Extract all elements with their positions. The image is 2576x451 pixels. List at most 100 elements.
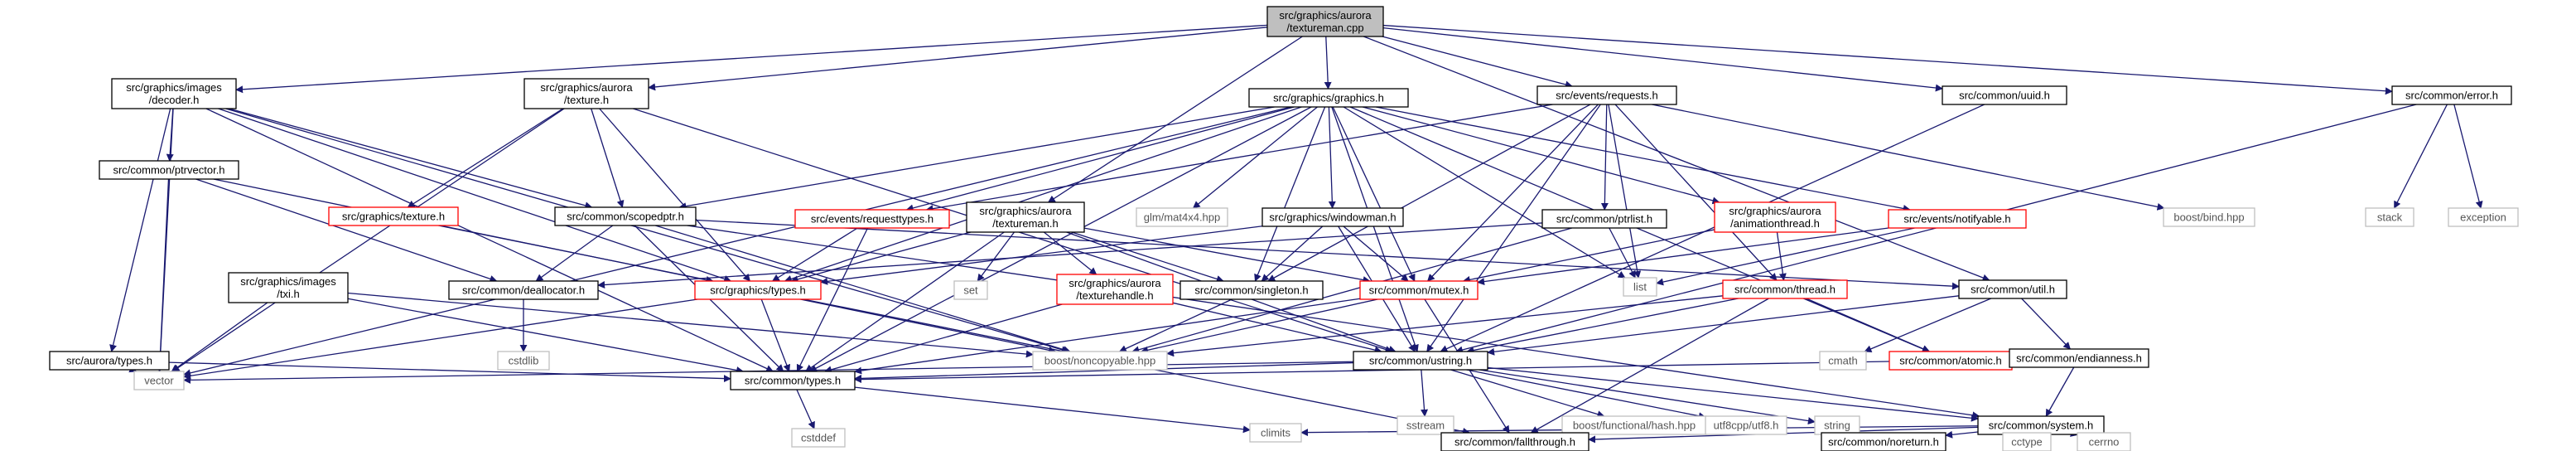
node-deallocator-h[interactable]: src/common/deallocator.h bbox=[448, 280, 599, 300]
node-ustring-h[interactable]: src/common/ustring.h bbox=[1353, 351, 1488, 371]
node-label: glm/mat4x4.hpp bbox=[1144, 211, 1221, 224]
dependency-edge-graphics_h-to-scopedptr_h bbox=[678, 106, 1275, 211]
dependency-edge-ptrlist_h-to-deallocator_h bbox=[597, 222, 1543, 289]
node-box bbox=[497, 351, 550, 371]
dependency-edge-thread_h-to-ustring_h bbox=[1466, 298, 1739, 354]
node-label: src/common/endianness.h bbox=[2016, 352, 2142, 365]
node-utf8cpp: utf8cpp/utf8.h bbox=[1705, 415, 1787, 435]
node-cctype: cctype bbox=[2002, 432, 2052, 451]
dependency-edge-thread_h-to-boost_noncopyable bbox=[1166, 295, 1724, 357]
dependency-edge-windowman_h-to-mutex_h bbox=[1343, 226, 1409, 282]
node-graphics-h[interactable]: src/graphics/graphics.h bbox=[1248, 88, 1409, 108]
node-box bbox=[1248, 88, 1409, 108]
dependency-edge-aurora_texture-to-graphics_types bbox=[599, 108, 750, 282]
node-box bbox=[2002, 432, 2052, 451]
dependency-edge-error_h-to-exception bbox=[2453, 104, 2483, 209]
dependency-edge-endianness_h-to-system_h bbox=[2045, 366, 2075, 417]
node-graphics-types[interactable]: src/graphics/types.h bbox=[694, 280, 822, 300]
node-box bbox=[2077, 432, 2131, 451]
node-images-txi[interactable]: src/graphics/images/txi.h bbox=[228, 272, 349, 303]
node-ptrvector-h[interactable]: src/common/ptrvector.h bbox=[99, 160, 239, 180]
node-label: cctype bbox=[2011, 436, 2043, 449]
node-aurora-textureman-h[interactable]: src/graphics/aurora/textureman.h bbox=[966, 201, 1085, 233]
dependency-edge-aurora_textureman_h-to-graphics_types bbox=[790, 231, 972, 284]
node-label: src/events/notifyable.h bbox=[1903, 213, 2010, 226]
node-notifyable-h[interactable]: src/events/notifyable.h bbox=[1888, 209, 2027, 229]
dependency-edge-textureman_cpp-to-images_decoder bbox=[235, 24, 1268, 94]
dependency-edge-mutex_h-to-boost_noncopyable bbox=[1140, 298, 1378, 354]
node-label: climits bbox=[1261, 427, 1291, 439]
node-box bbox=[1136, 207, 1228, 227]
edge-layer bbox=[109, 24, 2483, 444]
node-error-h[interactable]: src/common/error.h bbox=[2391, 85, 2512, 105]
node-box bbox=[1888, 209, 2027, 229]
node-atomic-h[interactable]: src/common/atomic.h bbox=[1889, 351, 2013, 371]
node-windowman-h[interactable]: src/graphics/windowman.h bbox=[1261, 207, 1404, 227]
node-label: src/common/types.h bbox=[745, 375, 841, 387]
node-label: boost/bind.hpp bbox=[2173, 211, 2244, 224]
node-util-h[interactable]: src/common/util.h bbox=[1958, 279, 2067, 299]
node-requests-h[interactable]: src/events/requests.h bbox=[1536, 85, 1677, 105]
node-noreturn-h[interactable]: src/common/noreturn.h bbox=[1821, 432, 1946, 451]
node-singleton-h[interactable]: src/common/singleton.h bbox=[1179, 280, 1324, 300]
node-cstdlib: cstdlib bbox=[497, 351, 550, 371]
node-requesttypes-h[interactable]: src/events/requesttypes.h bbox=[794, 209, 950, 229]
dependency-edge-aurora_texture-to-graphics_texture bbox=[407, 108, 564, 208]
dependency-edge-requests_h-to-mutex_h bbox=[1427, 104, 1599, 282]
node-box bbox=[1714, 201, 1836, 233]
node-uuid-h[interactable]: src/common/uuid.h bbox=[1942, 85, 2067, 105]
node-animationthread-h[interactable]: src/graphics/aurora/animationthread.h bbox=[1714, 201, 1836, 233]
node-boost-noncopyable: boost/noncopyable.hpp bbox=[1032, 351, 1168, 371]
node-label: exception bbox=[2460, 211, 2506, 224]
node-label: src/graphics/windowman.h bbox=[1269, 211, 1396, 224]
node-box bbox=[794, 209, 950, 229]
node-box bbox=[1541, 209, 1667, 229]
node-endianness-h[interactable]: src/common/endianness.h bbox=[2009, 348, 2149, 368]
node-ptrlist-h[interactable]: src/common/ptrlist.h bbox=[1541, 209, 1667, 229]
node-graphics-texture[interactable]: src/graphics/texture.h bbox=[328, 206, 459, 226]
node-images-decoder[interactable]: src/graphics/images/decoder.h bbox=[111, 78, 237, 109]
node-box bbox=[1261, 207, 1404, 227]
dependency-edge-ptrlist_h-to-list bbox=[1609, 227, 1636, 279]
dependency-edge-scopedptr_h-to-boost_noncopyable bbox=[655, 225, 1071, 353]
node-box bbox=[1623, 277, 1657, 297]
node-box bbox=[111, 78, 237, 109]
dependency-edge-graphics_h-to-requesttypes_h bbox=[905, 106, 1295, 212]
dependency-edge-ustring_h-to-sstream bbox=[1421, 369, 1429, 417]
node-label: src/graphics/aurora bbox=[1069, 277, 1161, 289]
dependency-edge-animationthread_h-to-mutex_h bbox=[1462, 229, 1715, 284]
node-box bbox=[730, 371, 856, 390]
node-scopedptr-h[interactable]: src/common/scopedptr.h bbox=[554, 206, 697, 226]
node-box bbox=[1397, 415, 1454, 435]
node-aurora-types[interactable]: src/aurora/types.h bbox=[49, 351, 170, 371]
node-box bbox=[1179, 280, 1324, 300]
dependency-edge-images_txi-to-boost_noncopyable bbox=[347, 292, 1034, 358]
dependency-edge-scopedptr_h-to-system_h bbox=[687, 225, 1980, 419]
node-box bbox=[228, 272, 349, 303]
node-box bbox=[448, 280, 599, 300]
dependency-edge-texturehandle_h-to-common_types bbox=[824, 303, 1063, 374]
dependency-edge-graphics_types-to-vector bbox=[183, 298, 698, 380]
node-texturehandle-h[interactable]: src/graphics/aurora/texturehandle.h bbox=[1056, 274, 1174, 305]
node-system-h[interactable]: src/common/system.h bbox=[1977, 415, 2105, 435]
dependency-edge-error_h-to-stack bbox=[2394, 104, 2448, 209]
node-box bbox=[1353, 351, 1488, 371]
node-thread-h[interactable]: src/common/thread.h bbox=[1722, 279, 1848, 299]
dependency-edge-images_decoder-to-common_types bbox=[205, 108, 774, 372]
node-box bbox=[2391, 85, 2512, 105]
node-string: string bbox=[1814, 415, 1860, 435]
node-cerrno: cerrno bbox=[2077, 432, 2131, 451]
node-common-types[interactable]: src/common/types.h bbox=[730, 371, 856, 390]
dependency-edge-util_h-to-endianness_h bbox=[2021, 298, 2072, 350]
node-mutex-h[interactable]: src/common/mutex.h bbox=[1359, 280, 1479, 300]
node-aurora-texture[interactable]: src/graphics/aurora/texture.h bbox=[523, 78, 649, 109]
node-exception: exception bbox=[2448, 207, 2519, 227]
node-box bbox=[694, 280, 822, 300]
node-vector: vector bbox=[133, 371, 185, 390]
node-fallthrough-h[interactable]: src/common/fallthrough.h bbox=[1440, 432, 1589, 451]
node-layer: src/graphics/aurora/textureman.cpp src/gr… bbox=[49, 6, 2519, 451]
node-box bbox=[2448, 207, 2519, 227]
node-box bbox=[966, 201, 1085, 233]
node-box bbox=[554, 206, 697, 226]
node-label: /textureman.cpp bbox=[1286, 22, 1363, 34]
